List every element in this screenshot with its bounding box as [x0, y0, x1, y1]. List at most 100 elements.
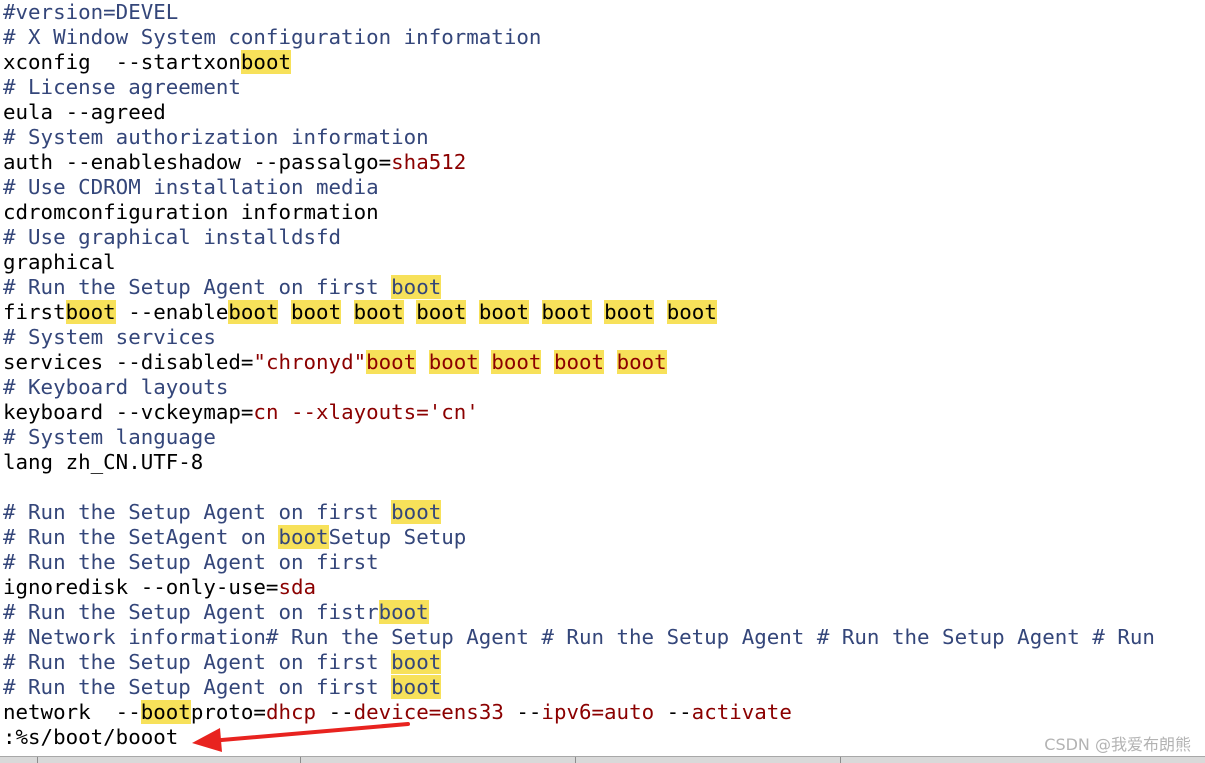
- text-segment: [592, 300, 605, 324]
- comment-text: # System language: [3, 425, 216, 449]
- editor-line[interactable]: # Run the Setup Agent on first boot: [3, 500, 1205, 525]
- editor-line[interactable]: keyboard --vckeymap=cn --xlayouts='cn': [3, 400, 1205, 425]
- value-text: sda: [278, 575, 317, 599]
- editor-line[interactable]: # System language: [3, 425, 1205, 450]
- editor-line[interactable]: network --bootproto=dhcp --device=ens33 …: [3, 700, 1205, 725]
- value-text: "chronyd": [253, 350, 367, 374]
- text-segment: [341, 300, 354, 324]
- editor-line[interactable]: # Keyboard layouts: [3, 375, 1205, 400]
- search-highlight: boot: [140, 700, 191, 724]
- editor-line[interactable]: #version=DEVEL: [3, 0, 1205, 25]
- comment-text: # Run the Setup Agent on first: [3, 500, 392, 524]
- editor-line[interactable]: graphical: [3, 250, 1205, 275]
- editor-line[interactable]: # Run the SetAgent on bootSetup Setup: [3, 525, 1205, 550]
- comment-text: # Use graphical installdsfd: [3, 225, 342, 249]
- text-segment: cdromconfiguration information: [3, 200, 379, 224]
- comment-text: Setup Setup: [328, 525, 467, 549]
- search-highlight: boot: [416, 300, 467, 324]
- editor-line[interactable]: services --disabled="chronyd"boot boot b…: [3, 350, 1205, 375]
- text-segment: first: [3, 300, 66, 324]
- editor-line[interactable]: # Run the Setup Agent on first boot: [3, 275, 1205, 300]
- comment-text: # X Window System configuration informat…: [3, 25, 542, 49]
- search-highlight: boot: [240, 50, 291, 74]
- value-text: --xlayouts='cn': [278, 400, 479, 424]
- text-segment: network --: [3, 700, 141, 724]
- text-segment: [529, 300, 542, 324]
- search-highlight: boot: [353, 300, 404, 324]
- text-segment: [278, 300, 291, 324]
- search-highlight: boot: [278, 525, 329, 549]
- search-highlight: boot: [291, 300, 342, 324]
- editor-line[interactable]: # Use CDROM installation media: [3, 175, 1205, 200]
- editor-line[interactable]: auth --enableshadow --passalgo=sha512: [3, 150, 1205, 175]
- value-text: device=ens33: [353, 700, 504, 724]
- text-segment: [604, 350, 617, 374]
- editor-line[interactable]: xconfig --startxonboot: [3, 50, 1205, 75]
- search-highlight: boot: [491, 350, 542, 374]
- text-segment: eula --agreed: [3, 100, 166, 124]
- value-text: cn: [253, 400, 279, 424]
- editor-line[interactable]: lang zh_CN.UTF-8: [3, 450, 1205, 475]
- text-segment: auth --enableshadow --passalgo=: [3, 150, 392, 174]
- comment-text: # Run the Setup Agent on first: [3, 675, 392, 699]
- vim-editor-buffer[interactable]: #version=DEVEL# X Window System configur…: [3, 0, 1205, 750]
- text-segment: [541, 350, 554, 374]
- editor-line[interactable]: eula --agreed: [3, 100, 1205, 125]
- search-highlight: boot: [553, 350, 605, 374]
- text-segment: proto=: [190, 700, 266, 724]
- comment-text: # Use CDROM installation media: [3, 175, 379, 199]
- text-segment: ignoredisk --only-use=: [3, 575, 279, 599]
- search-highlight: boot: [391, 500, 442, 524]
- search-highlight: boot: [604, 300, 655, 324]
- editor-line[interactable]: # System services: [3, 325, 1205, 350]
- search-highlight: boot: [616, 350, 667, 374]
- editor-line[interactable]: firstboot --enableboot boot boot boot bo…: [3, 300, 1205, 325]
- search-highlight: boot: [391, 275, 442, 299]
- search-highlight: boot: [666, 300, 717, 324]
- comment-text: # Run the Setup Agent on first: [3, 550, 379, 574]
- text-segment: [466, 300, 479, 324]
- comment-text: # System authorization information: [3, 125, 429, 149]
- taskbar-strip: [0, 756, 1205, 763]
- text-segment: [654, 300, 667, 324]
- value-text: sha512: [391, 150, 467, 174]
- value-text: ipv6=auto: [541, 700, 655, 724]
- search-highlight: boot: [541, 300, 592, 324]
- text-segment: keyboard --vckeymap=: [3, 400, 254, 424]
- editor-line[interactable]: # Run the Setup Agent on first boot: [3, 675, 1205, 700]
- text-segment: [416, 350, 429, 374]
- comment-text: # Run the Setup Agent on first: [3, 650, 392, 674]
- comment-text: #version=DEVEL: [3, 0, 179, 24]
- text-segment: graphical: [3, 250, 116, 274]
- search-highlight: boot: [378, 600, 429, 624]
- editor-line[interactable]: # Use graphical installdsfd: [3, 225, 1205, 250]
- text-segment: xconfig --startxon: [3, 50, 241, 74]
- text-segment: --: [316, 700, 354, 724]
- editor-line[interactable]: [3, 475, 1205, 500]
- search-highlight: boot: [366, 350, 417, 374]
- comment-text: # Run the Setup Agent on fistr: [3, 600, 379, 624]
- search-highlight: boot: [391, 650, 442, 674]
- text-segment: --: [503, 700, 542, 724]
- value-text: activate: [691, 700, 792, 724]
- editor-line[interactable]: ignoredisk --only-use=sda: [3, 575, 1205, 600]
- editor-line[interactable]: # Run the Setup Agent on fistrboot: [3, 600, 1205, 625]
- editor-line[interactable]: cdromconfiguration information: [3, 200, 1205, 225]
- editor-line[interactable]: # Run the Setup Agent on first boot: [3, 650, 1205, 675]
- editor-line[interactable]: # License agreement: [3, 75, 1205, 100]
- editor-line[interactable]: # X Window System configuration informat…: [3, 25, 1205, 50]
- editor-line[interactable]: # Network information# Run the Setup Age…: [3, 625, 1205, 650]
- csdn-watermark: CSDN @我爱布朗熊: [1044, 735, 1191, 754]
- comment-text: # Keyboard layouts: [3, 375, 229, 399]
- search-highlight: boot: [478, 300, 529, 324]
- comment-text: # System services: [3, 325, 216, 349]
- search-highlight: boot: [228, 300, 279, 324]
- editor-line[interactable]: # System authorization information: [3, 125, 1205, 150]
- search-highlight: boot: [428, 350, 479, 374]
- comment-text: # Run the SetAgent on: [3, 525, 279, 549]
- comment-text: # License agreement: [3, 75, 241, 99]
- editor-line[interactable]: # Run the Setup Agent on first: [3, 550, 1205, 575]
- vim-command-line[interactable]: :%s/boot/booot: [3, 725, 179, 749]
- search-highlight: boot: [391, 675, 442, 699]
- text-segment: lang zh_CN.UTF-8: [3, 450, 204, 474]
